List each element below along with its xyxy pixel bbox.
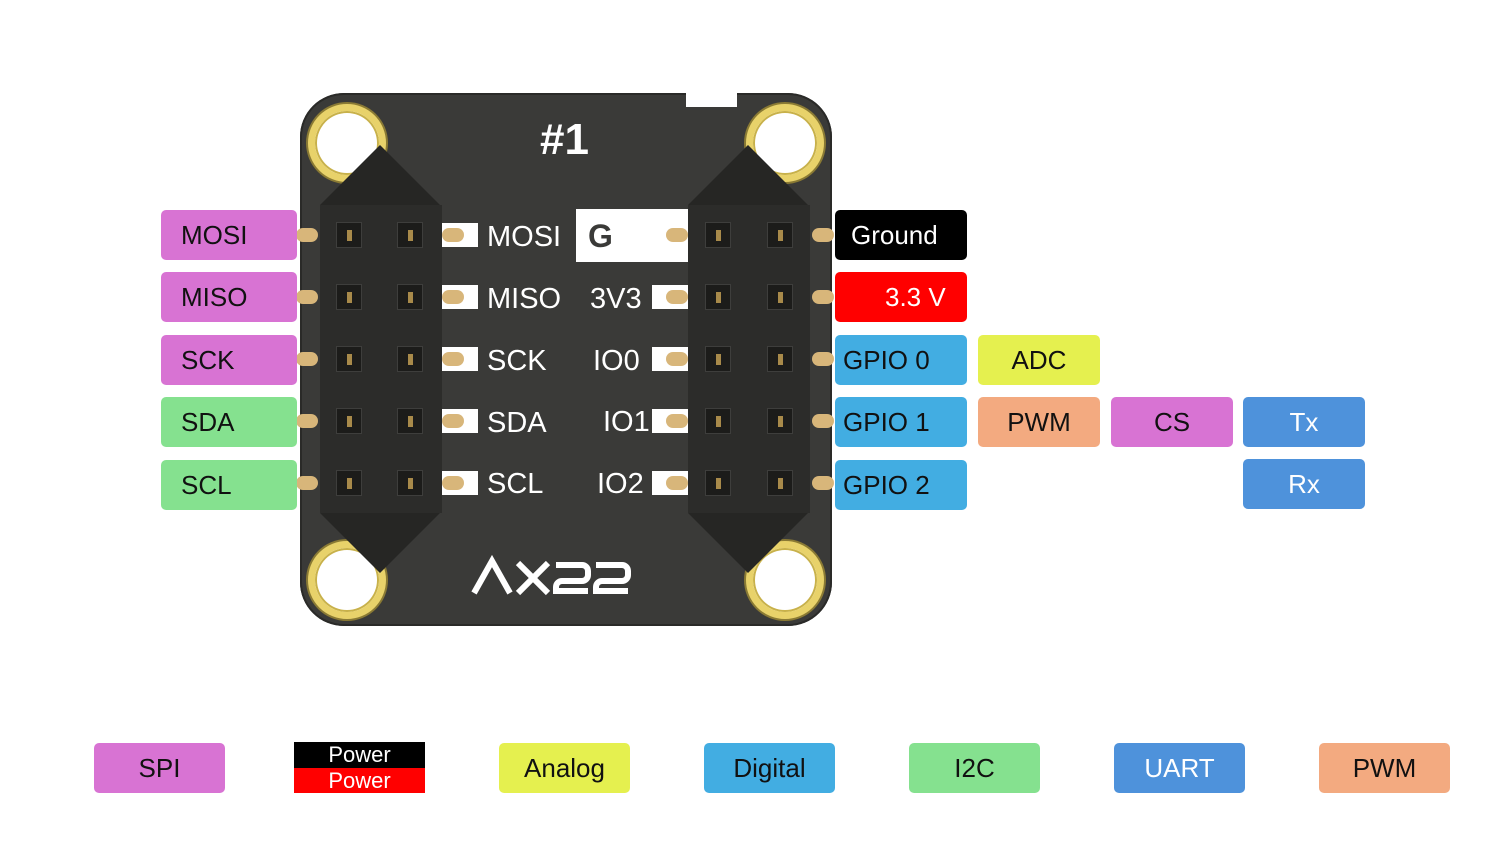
pad-right-outer-4 — [812, 414, 834, 428]
silk-label-sck: SCK — [487, 345, 547, 377]
pin-left-2a — [336, 284, 362, 310]
pin-right-4b — [767, 408, 793, 434]
pad-right-outer-2 — [812, 290, 834, 304]
legend-power-ground: Power — [294, 742, 425, 768]
pin-right-3b — [767, 346, 793, 372]
pin-right-1b — [767, 222, 793, 248]
pin-right-5b — [767, 470, 793, 496]
silk-label-3v3: 3V3 — [590, 283, 642, 315]
pad-right-outer-1 — [812, 228, 834, 242]
tag-tx: Tx — [1243, 397, 1365, 447]
pin-left-3b — [397, 346, 423, 372]
tag-gpio2: GPIO 2 — [835, 460, 967, 510]
ground-label: G — [588, 218, 613, 254]
tag-cs: CS — [1111, 397, 1233, 447]
pin-right-4a — [705, 408, 731, 434]
pin-headers — [320, 145, 810, 596]
tag-gpio0: GPIO 0 — [835, 335, 967, 385]
tag-adc: ADC — [978, 335, 1100, 385]
pin-left-2b — [397, 284, 423, 310]
pad-left-outer-3 — [296, 352, 318, 366]
board-notch — [686, 93, 737, 107]
pin-right-5a — [705, 470, 731, 496]
silk-label-sda: SDA — [487, 407, 547, 439]
pad-right-inner-3 — [666, 352, 688, 366]
pad-right-inner-1 — [666, 228, 688, 242]
silk-label-io1: IO1 — [603, 406, 650, 438]
pad-left-inner-2 — [442, 290, 464, 304]
pin-left-4a — [336, 408, 362, 434]
legend-analog: Analog — [499, 743, 630, 793]
legend-spi: SPI — [94, 743, 225, 793]
tag-3v3: 3.3 V — [835, 272, 967, 322]
silk-label-io2: IO2 — [597, 468, 644, 500]
board-title: #1 — [540, 115, 589, 164]
tag-scl: SCL — [161, 460, 297, 510]
legend-uart: UART — [1114, 743, 1245, 793]
pad-left-outer-1 — [296, 228, 318, 242]
silk-label-io0: IO0 — [593, 345, 640, 377]
ax22-logo — [471, 554, 631, 596]
pad-left-outer-2 — [296, 290, 318, 304]
pin-left-5b — [397, 470, 423, 496]
pad-right-inner-4 — [666, 414, 688, 428]
tag-mosi: MOSI — [161, 210, 297, 260]
pad-left-outer-5 — [296, 476, 318, 490]
pin-left-5a — [336, 470, 362, 496]
legend-pwm: PWM — [1319, 743, 1450, 793]
pin-left-3a — [336, 346, 362, 372]
pin-left-1b — [397, 222, 423, 248]
tag-pwm: PWM — [978, 397, 1100, 447]
tag-miso: MISO — [161, 272, 297, 322]
pad-left-inner-3 — [442, 352, 464, 366]
silk-label-mosi: MOSI — [487, 221, 562, 253]
pad-right-inner-2 — [666, 290, 688, 304]
legend-i2c: I2C — [909, 743, 1040, 793]
pin-right-2a — [705, 284, 731, 310]
pad-left-inner-5 — [442, 476, 464, 490]
pin-right-3a — [705, 346, 731, 372]
pad-left-inner-4 — [442, 414, 464, 428]
pad-left-outer-4 — [296, 414, 318, 428]
silk-label-miso: MISO — [487, 283, 562, 315]
pin-right-1a — [705, 222, 731, 248]
tag-rx: Rx — [1243, 459, 1365, 509]
tag-ground: Ground — [835, 210, 967, 260]
pad-right-outer-5 — [812, 476, 834, 490]
pin-left-4b — [397, 408, 423, 434]
legend-power: Power Power — [294, 742, 425, 793]
pad-right-outer-3 — [812, 352, 834, 366]
legend-power-supply: Power — [294, 768, 425, 793]
pin-right-2b — [767, 284, 793, 310]
pad-left-inner-1 — [442, 228, 464, 242]
tag-sck: SCK — [161, 335, 297, 385]
tag-sda: SDA — [161, 397, 297, 447]
pin-left-1a — [336, 222, 362, 248]
pad-right-inner-5 — [666, 476, 688, 490]
legend-digital: Digital — [704, 743, 835, 793]
silk-label-scl: SCL — [487, 468, 544, 500]
tag-gpio1: GPIO 1 — [835, 397, 967, 447]
